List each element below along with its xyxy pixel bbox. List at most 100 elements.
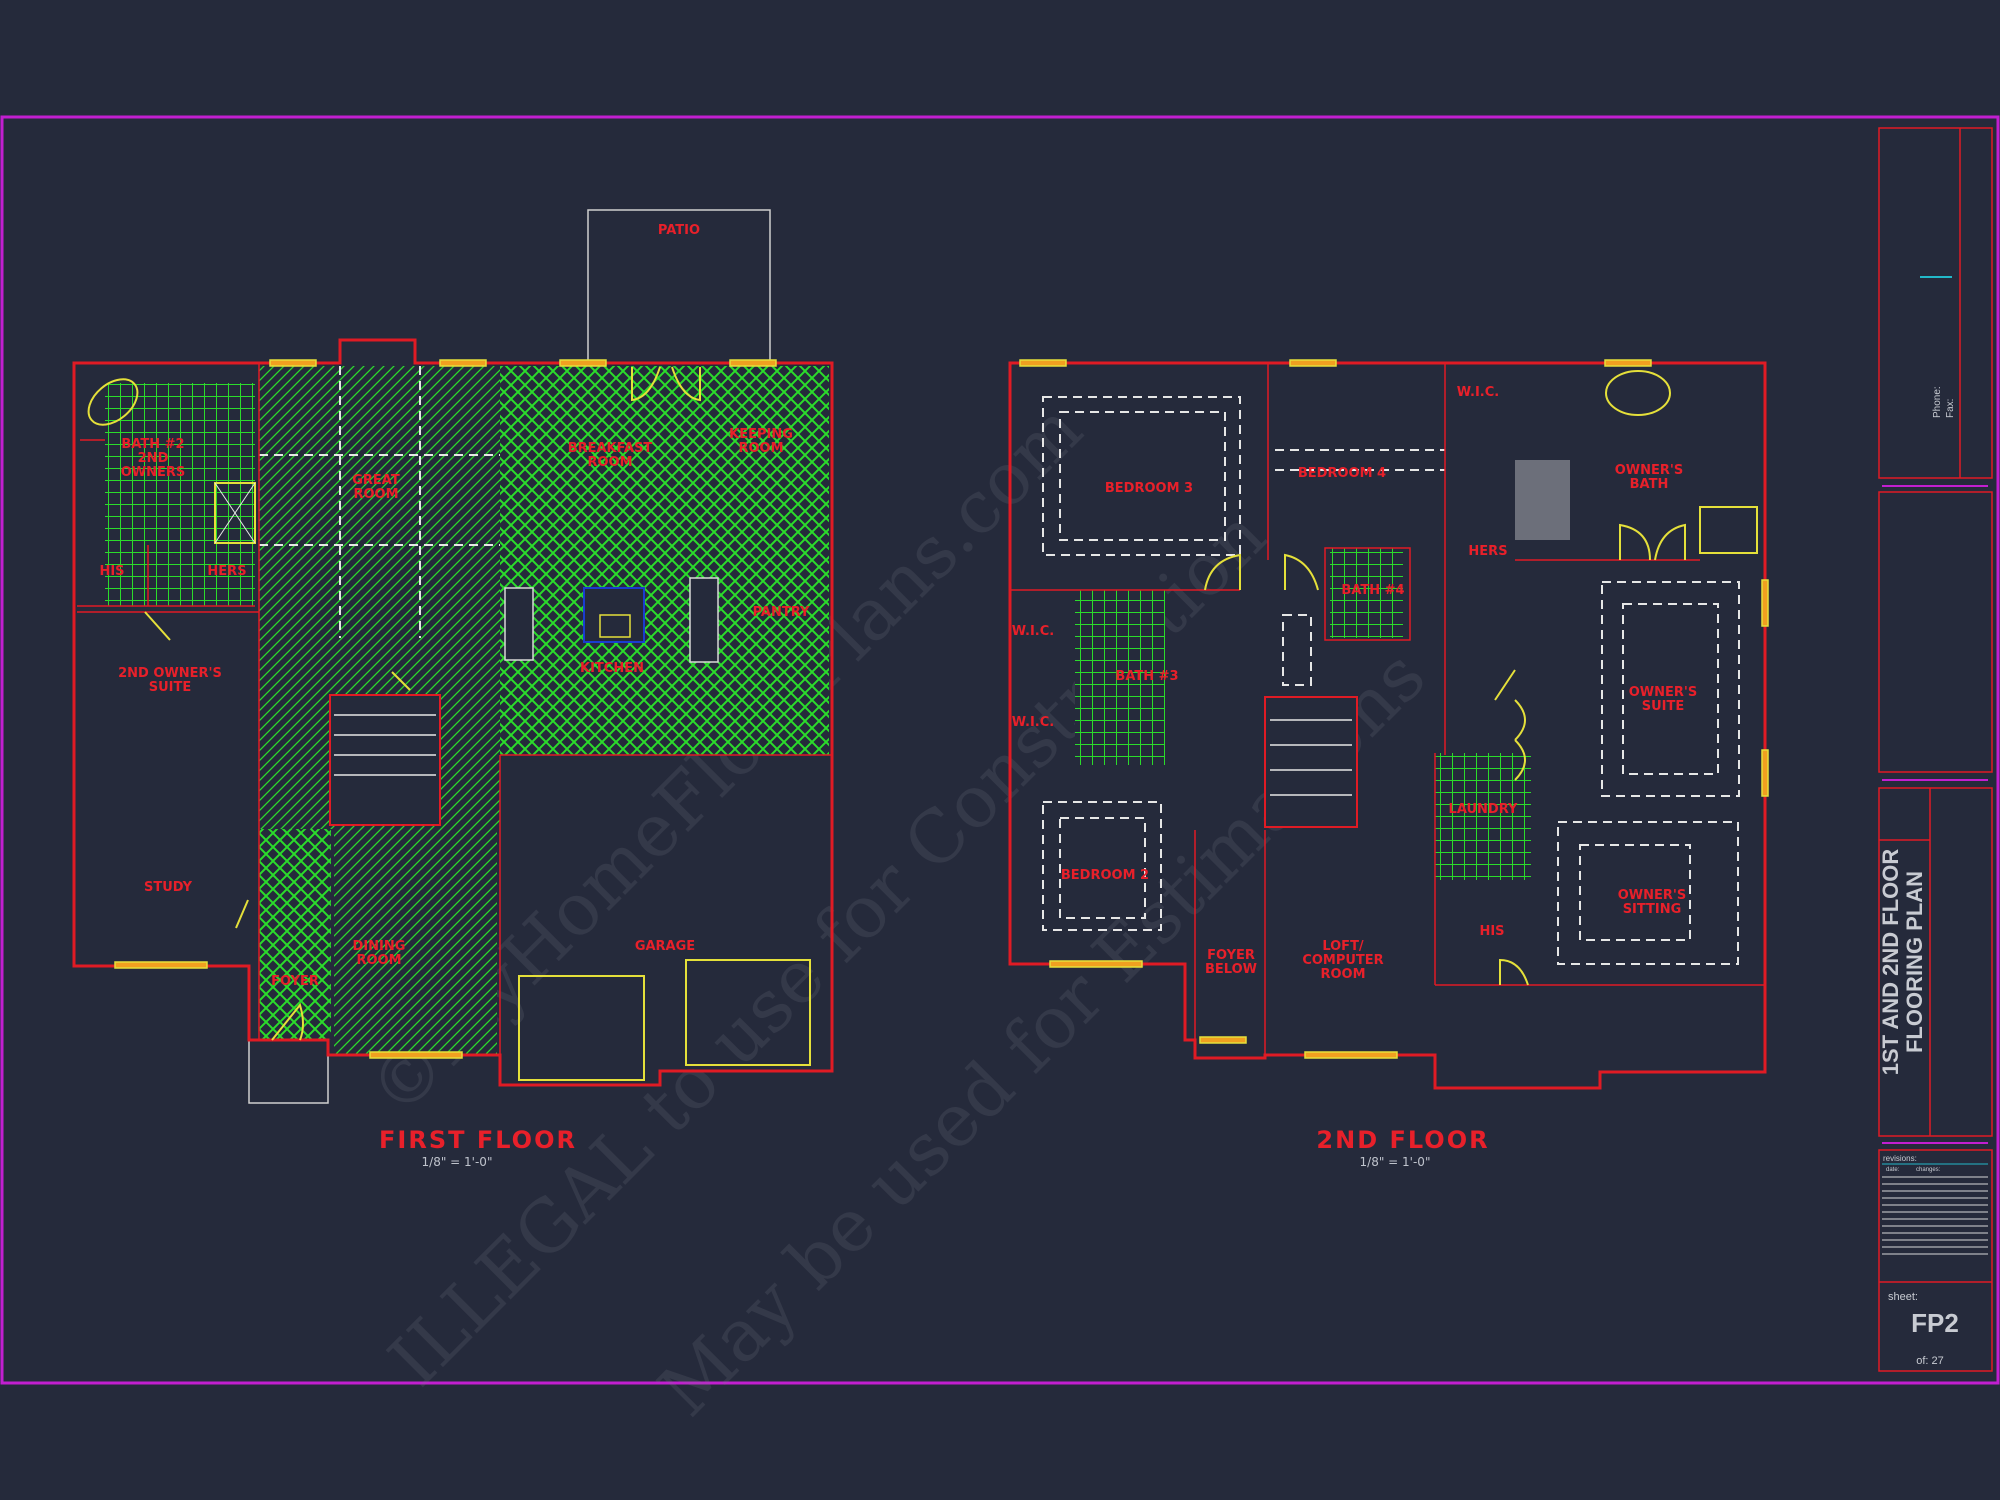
room-label: FOYER [1207,948,1255,963]
room-label: OWNER'S [1615,463,1684,478]
revisions-changes-header: changes: [1916,1167,1941,1173]
room-label-his: HIS [1479,924,1504,939]
room-label-bedroom-2: BEDROOM 2 [1061,868,1149,883]
stair-treads [334,714,436,776]
kitchen-floor [500,366,829,755]
stair [1264,696,1358,828]
toilet-room-tile [1515,460,1570,540]
room-label: ROOM [353,487,398,502]
laundry-tile [1435,753,1531,880]
phone-label: Phone: [1932,386,1943,418]
windows [114,359,777,1059]
shower-icon [214,482,256,544]
room-label: LOFT/ [1322,939,1364,954]
room-label: OWNERS [121,465,186,480]
room-label: 2ND [138,451,169,466]
first-floor-title: FIRST FLOOR [379,1126,577,1154]
room-label-wic: W.I.C. [1457,385,1499,400]
tray-ceiling [1579,844,1691,941]
open-to-below [1282,614,1312,686]
room-label-pantry: PANTRY [753,605,810,620]
sink-icon [599,614,631,638]
bath-2-tile [105,383,255,606]
stair-treads [1270,719,1352,796]
tray-ceiling [1042,801,1162,931]
stair [329,694,441,826]
second-floor-plan: BEDROOM 3 BEDROOM 4 W.I.C. OWNER'S BATH … [1008,359,1769,1169]
room-label: SUITE [149,680,192,695]
room-label: DINING [353,939,406,954]
tray-ceiling [1622,603,1719,775]
first-floor-scale: 1/8" = 1'-0" [422,1155,493,1169]
front-stoop [248,1039,329,1104]
title-block: Phone: Fax: 1ST AND 2ND FLOOR FLOORING P… [1878,127,1993,1372]
revisions-date-header: date: [1886,1167,1900,1173]
room-label: ROOM [356,953,401,968]
shower-x [214,482,256,544]
room-label: GREAT [352,473,400,488]
room-label: ROOM [587,455,632,470]
room-label-hers: HERS [1468,544,1507,559]
sheet-number: FP2 [1911,1308,1959,1338]
room-label-wic: W.I.C. [1012,715,1054,730]
dining-floor [334,829,497,1055]
great-room-floor [259,366,500,638]
doors [144,366,701,1041]
fax-label: Fax: [1945,399,1956,418]
room-label: OWNER'S [1629,685,1698,700]
revisions-label: revisions: [1883,1154,1917,1163]
interior-walls [77,363,832,1071]
sheet-title-line-2: FLOORING PLAN [1902,871,1927,1053]
room-label-patio: PATIO [658,223,700,238]
counter [689,577,719,663]
tray-ceiling [1042,396,1241,556]
bathtub-icon [1605,370,1671,416]
interior-walls [1010,363,1765,1055]
bathtub-icon [87,378,139,426]
room-label: SUITE [1642,699,1685,714]
tray-ceiling [1059,411,1226,541]
sheet-label: sheet: [1888,1291,1918,1303]
first-floor-plan: PATIO BATH #2 2ND OWNERS GREAT ROOM BREA… [72,209,834,1169]
foyer-floor [259,829,331,1040]
doors [1204,523,1686,986]
room-label-laundry: LAUNDRY [1449,802,1518,817]
tray-ceiling [1601,581,1740,797]
first-floor-walls [72,338,834,1087]
bath-4-tile [1330,548,1403,638]
counter [504,587,534,661]
sheet-border [0,115,2000,1385]
room-label-bedroom-3: BEDROOM 3 [1105,481,1193,496]
room-label: ROOM [738,441,783,456]
room-label: KEEPING [729,427,793,442]
room-label-study: STUDY [144,880,193,895]
room-label-bath: BATH #3 [1115,669,1178,684]
room-label-hers: HERS [207,564,246,579]
room-label: BATH #2 [121,437,184,452]
garage-door[interactable] [518,975,645,1081]
room-label-garage: GARAGE [635,939,695,954]
garage-door[interactable] [685,959,811,1066]
room-label-foyer: FOYER [271,974,319,989]
room-label: COMPUTER [1302,953,1383,968]
room-label: SITTING [1623,902,1682,917]
room-label: 2ND OWNER'S [118,666,222,681]
spacer [227,609,260,865]
tray-ceiling [1557,821,1739,965]
revision-rows [1882,1176,1988,1255]
ceiling-lines [259,366,500,638]
sheet-title-line-1: 1ST AND 2ND FLOOR [1878,849,1903,1076]
room-label: BREAKFAST [568,441,653,456]
ceiling-lines [1275,449,1445,471]
windows [1019,359,1769,1059]
second-floor-scale: 1/8" = 1'-0" [1360,1155,1431,1169]
room-label-wic: W.I.C. [1012,624,1054,639]
shower-icon [1699,506,1758,554]
room-label-kitchen: KITCHEN [580,661,644,676]
second-floor-title: 2ND FLOOR [1316,1126,1489,1154]
room-label: OWNER'S [1618,888,1687,903]
room-label-bedroom-4: BEDROOM 4 [1298,466,1386,481]
room-label: BATH [1630,477,1669,492]
room-label-bath: BATH #4 [1341,583,1404,598]
